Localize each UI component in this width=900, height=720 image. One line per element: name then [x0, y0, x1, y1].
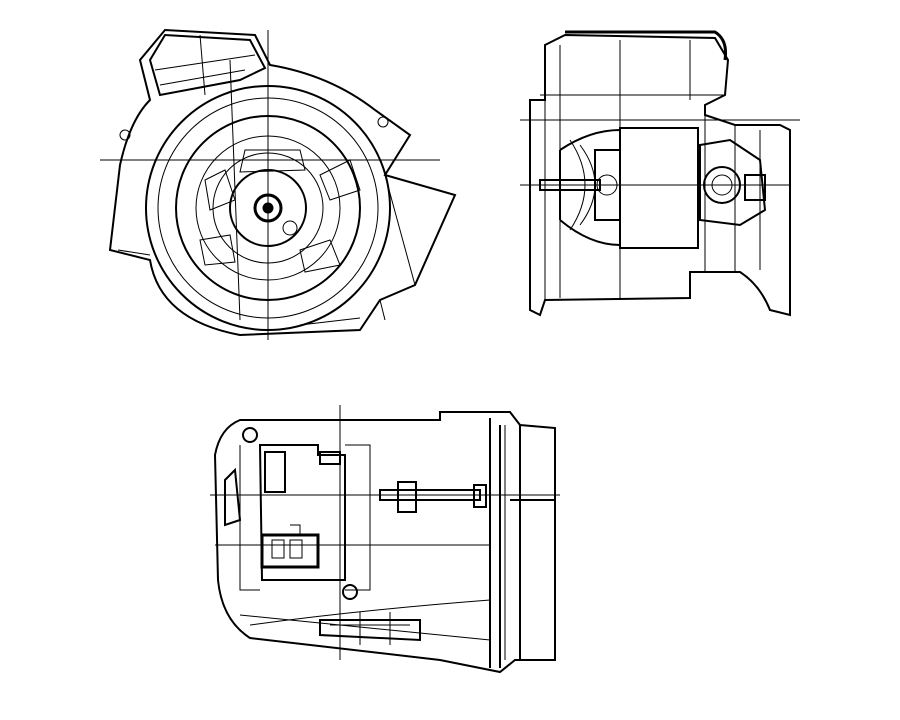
front-view: [100, 28, 457, 340]
bottom-view: [210, 405, 560, 674]
side-view: [520, 30, 800, 317]
